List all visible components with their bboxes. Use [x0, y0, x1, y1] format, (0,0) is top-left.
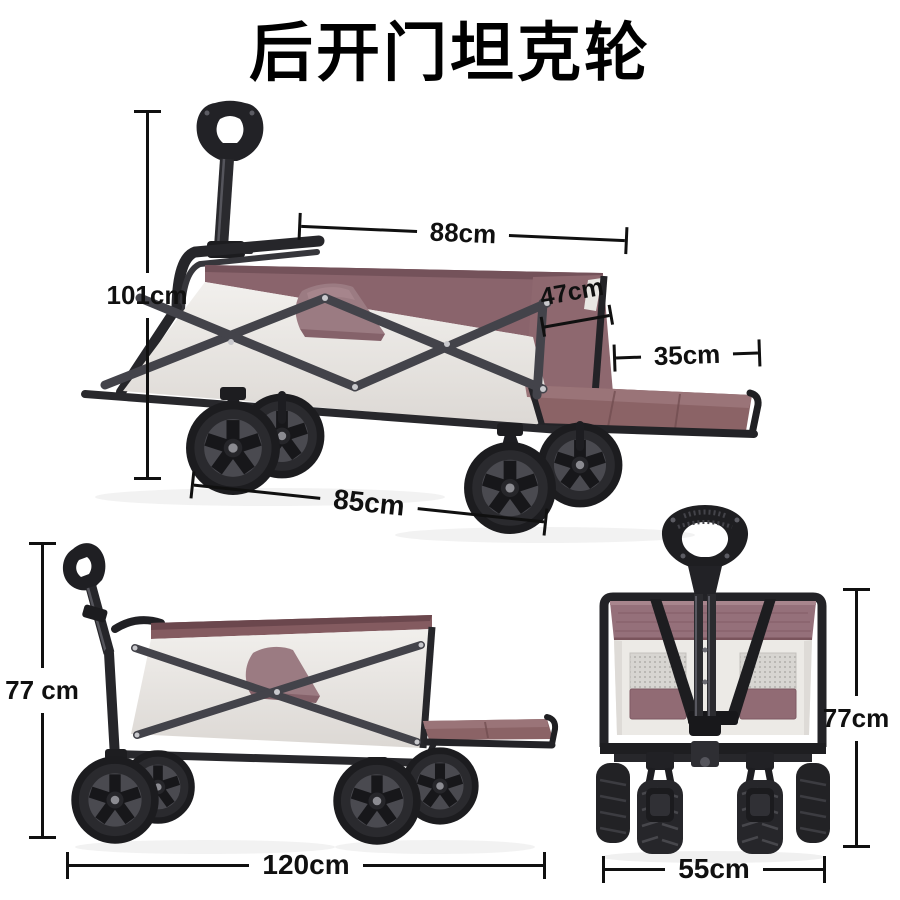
- wheel: [737, 780, 783, 854]
- wheel: [637, 780, 683, 854]
- strap: [727, 599, 776, 721]
- dim-rear-width: 55cm: [602, 853, 826, 885]
- wagon-rear-illustration: [596, 505, 830, 863]
- dim-label-77cm-right: 77cm: [822, 702, 890, 733]
- wagon-extended-illustration: [62, 543, 559, 854]
- dim-open-height: 101cm: [107, 110, 187, 480]
- dim-label-35cm: 35cm: [653, 338, 721, 372]
- handle-grip: [661, 505, 749, 568]
- dim-extended-total-length: 120cm: [66, 849, 546, 881]
- dim-rear-height: 77cm: [823, 588, 889, 848]
- dim-label-101cm: 101cm: [106, 279, 188, 310]
- handle-grip: [196, 100, 264, 161]
- dim-extended-height: 77 cm: [5, 542, 79, 839]
- dim-door-extension: 35cm: [612, 337, 762, 373]
- strap: [650, 599, 699, 721]
- dim-label-88cm: 88cm: [429, 216, 497, 250]
- dim-label-77cm-left: 77 cm: [5, 675, 79, 705]
- page-title: 后开门坦克轮: [249, 17, 651, 89]
- dim-label-120cm: 120cm: [262, 849, 350, 880]
- dim-label-55cm: 55cm: [678, 853, 750, 884]
- x-frame: [100, 293, 552, 400]
- wagon-open-illustration: [81, 100, 762, 543]
- handle-grip: [62, 543, 106, 591]
